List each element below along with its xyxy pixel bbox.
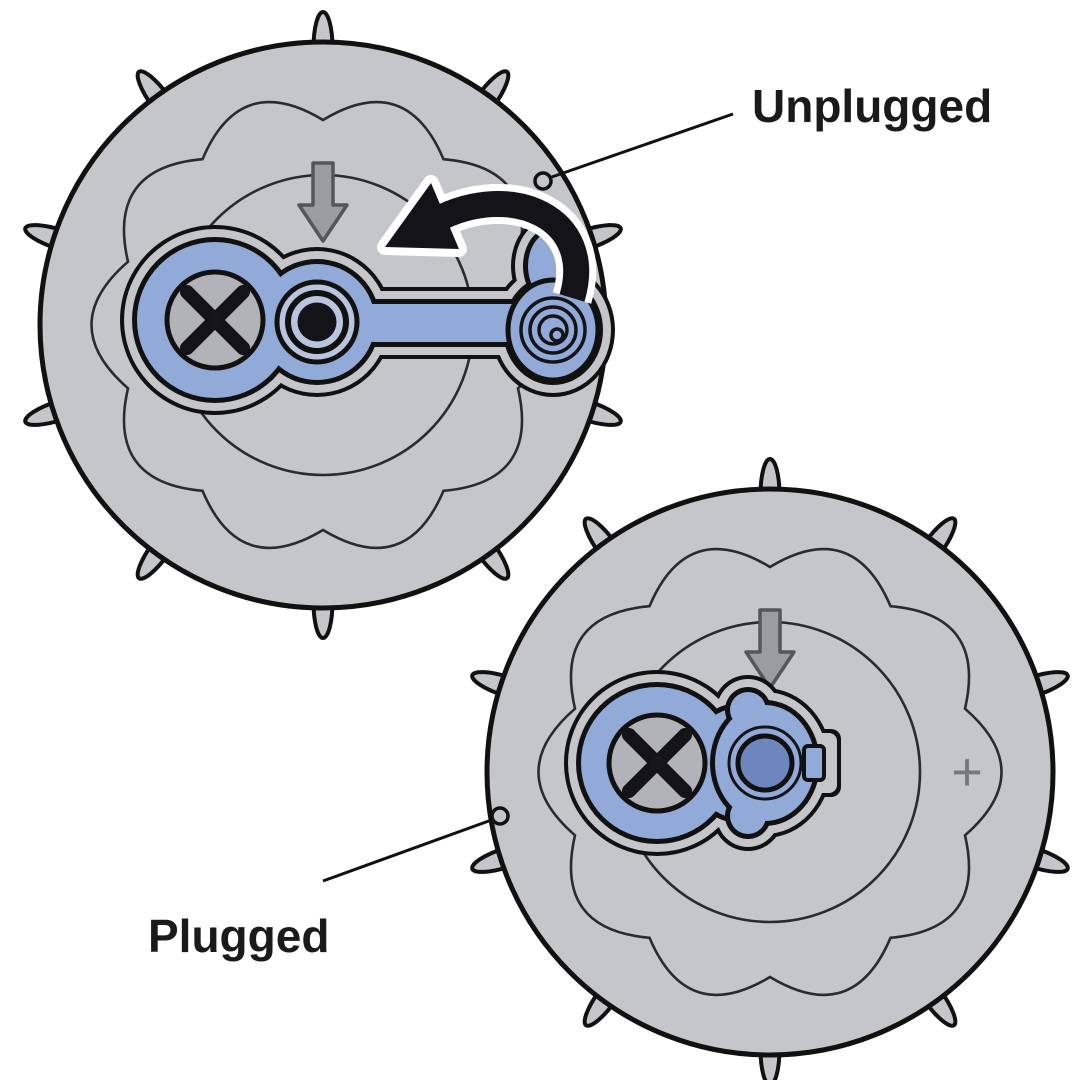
drain-screw-icon (164, 269, 266, 371)
plugged-cap: + (469, 459, 1070, 1080)
lever-arm (317, 304, 549, 342)
hole-core (297, 302, 337, 342)
plus-mark: + (951, 742, 983, 802)
unplugged-callout-dot (533, 171, 553, 191)
screw-center (207, 312, 223, 328)
plug-fill-shape (730, 692, 766, 728)
plug-face-ring (528, 305, 578, 355)
plug-face-rings (519, 296, 587, 364)
unplugged-callout: Unplugged (533, 80, 992, 191)
plug-latch-tab (802, 744, 826, 782)
valve-assembly-unplugged (120, 175, 615, 415)
plugged-callout-dot (490, 806, 510, 826)
unplugged-cap (22, 12, 623, 638)
plug-face-ring (537, 314, 569, 346)
plug-head-seated (710, 687, 820, 839)
plugged-callout: Plugged (148, 806, 510, 962)
plugged-callout-line (322, 816, 498, 883)
plug-seat-ring (727, 725, 803, 801)
drain-hole-open (274, 279, 360, 365)
unplugged-label: Unplugged (752, 80, 992, 132)
rotation-arrow-head (385, 183, 459, 249)
screw-center (649, 755, 665, 771)
plug-face-ring (549, 327, 565, 343)
rotation-arrow-shaft (429, 191, 590, 302)
drain-screw-icon (606, 712, 708, 814)
plugged-label: Plugged (148, 910, 329, 962)
unplugged-callout-line (545, 112, 734, 181)
plug-fill-shape (730, 798, 766, 834)
hole-ring (285, 290, 349, 354)
valve-assembly-plugged: + (564, 670, 983, 856)
rotation-arrow-icon (377, 175, 597, 304)
plug-core (735, 733, 795, 793)
plug-face-ring (519, 296, 587, 364)
